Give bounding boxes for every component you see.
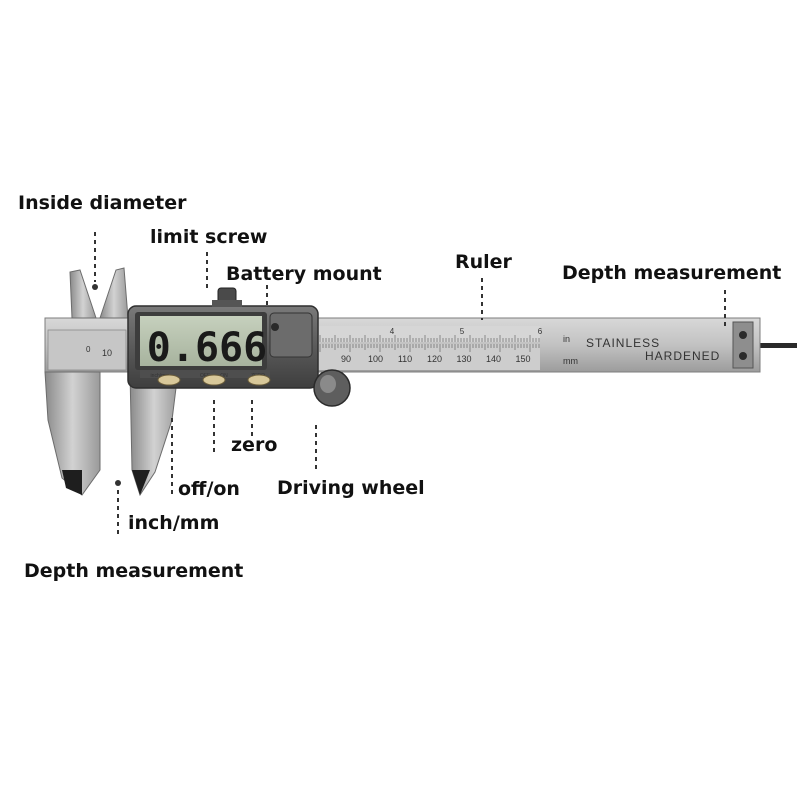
limit-screw-base <box>212 300 242 307</box>
inch-scale-number: 5 <box>460 327 465 336</box>
unit-in-label: in <box>563 334 570 344</box>
sliding-jaw-tip <box>132 470 150 495</box>
battery-cover-screw <box>271 323 279 331</box>
callout-limit-screw: limit screw <box>150 226 268 248</box>
beam-end-cap <box>732 321 754 369</box>
driving-wheel-highlight <box>320 375 336 393</box>
inch-scale-numbers: 4 5 6 <box>390 327 543 336</box>
mm-scale-number: 90 <box>341 354 351 364</box>
mm-scale-number: 140 <box>486 354 501 364</box>
callout-battery-mount: Battery mount <box>226 263 382 285</box>
fixed-inside-jaw <box>69 269 97 319</box>
mm-scale-number: 100 <box>368 354 383 364</box>
scale-ticks <box>319 335 540 352</box>
inch-mm-button[interactable] <box>157 374 181 386</box>
jaw-scale-number-10: 10 <box>102 348 112 358</box>
callout-zero: zero <box>231 434 278 456</box>
end-cap-screw <box>739 331 747 339</box>
button-label-strip <box>140 370 270 378</box>
callout-ruler: Ruler <box>455 251 512 273</box>
fixed-jaw-tip <box>62 470 82 495</box>
button-label-on: ON <box>220 373 228 379</box>
lcd-reading: 0.666 <box>147 325 267 371</box>
inch-scale-band <box>318 326 540 342</box>
depth-rod <box>745 343 797 348</box>
unit-mm-label: mm <box>563 356 578 366</box>
beam-text-stainless: STAINLESS <box>586 336 660 350</box>
button-label-off: OFF <box>200 373 210 379</box>
jaw-scale-number-0: 0 <box>86 345 91 354</box>
mm-scale-numbers: 90 100 110 120 130 140 150 <box>341 354 531 364</box>
mm-scale-number: 130 <box>456 354 471 364</box>
marker-inside-diameter <box>92 284 98 290</box>
battery-cover <box>269 312 313 358</box>
button-label-inch-mm: inch/mm <box>151 373 170 379</box>
lcd-screen <box>140 316 262 366</box>
end-cap-screw <box>739 352 747 360</box>
beam-text-hardened: HARDENED <box>645 349 720 363</box>
inch-scale-number: 6 <box>538 327 543 336</box>
callout-depth-measurement-right: Depth measurement <box>562 262 782 284</box>
inch-scale-number: 4 <box>390 327 395 336</box>
marker-depth-left <box>115 480 121 486</box>
mm-scale-band <box>318 344 540 370</box>
callout-depth-measurement-left: Depth measurement <box>24 560 244 582</box>
callout-inside-diameter: Inside diameter <box>18 192 187 214</box>
left-scale-plate <box>47 329 127 371</box>
callout-inch-mm: inch/mm <box>128 512 220 534</box>
callout-driving-wheel: Driving wheel <box>277 477 425 499</box>
sliding-inside-jaw <box>99 267 129 319</box>
callout-off-on: off/on <box>178 478 240 500</box>
off-on-button[interactable] <box>202 374 226 386</box>
mm-scale-number: 110 <box>398 354 412 364</box>
mm-scale-number: 120 <box>427 354 442 364</box>
mm-scale-number: 150 <box>515 354 530 364</box>
zero-button[interactable] <box>247 374 271 386</box>
